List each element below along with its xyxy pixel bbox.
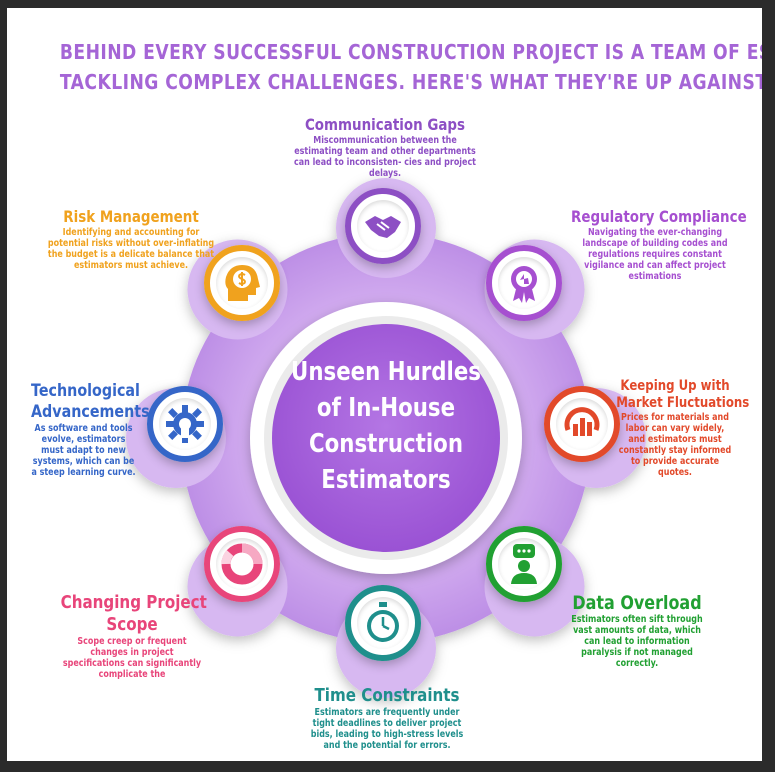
headline-line-2: TACKLING COMPLEX CHALLENGES. HERE'S WHAT… [59, 70, 762, 94]
market-label: Keeping Up with Market Fluctuations Pric… [605, 378, 750, 478]
stopwatch-icon [367, 602, 399, 642]
headline-line-1: BEHIND EVERY SUCCESSFUL CONSTRUCTION PRO… [59, 40, 762, 64]
handshake-icon [365, 216, 401, 238]
market-node [544, 386, 620, 462]
money-head-icon [225, 265, 260, 301]
scope-title-line-1: Changing Project [60, 592, 207, 613]
gear-icon [166, 405, 204, 443]
time-title: Time Constraints [314, 685, 460, 706]
tech-node [147, 386, 223, 462]
scope-node [204, 526, 280, 602]
time-node [345, 585, 421, 661]
donut-chart-icon [221, 543, 263, 585]
badge-icon [511, 266, 537, 303]
chart-icon [564, 407, 600, 436]
communication-title: Communication Gaps [304, 115, 466, 134]
market-title-line-1: Keeping Up with [620, 378, 730, 394]
communication-label: Communication Gaps Miscommunication betw… [275, 115, 495, 179]
data-node [486, 526, 562, 602]
tech-title-line-2: Advancements [31, 402, 150, 422]
data-label: Data Overload Estimators often sift thro… [557, 592, 717, 669]
tech-title-line-1: Technological [31, 381, 140, 401]
scope-title-line-2: Scope [106, 614, 158, 635]
risk-text: Identifying and accounting for potential… [47, 227, 215, 271]
regulatory-title: Regulatory Compliance [571, 207, 747, 226]
center-disc [272, 324, 500, 552]
risk-title: Risk Management [63, 207, 199, 226]
data-title: Data Overload [572, 592, 702, 614]
scope-text: Scope creep or frequent changes in proje… [62, 636, 202, 680]
regulatory-text: Navigating the ever-changing landscape o… [582, 227, 728, 282]
regulatory-label: Regulatory Compliance Navigating the eve… [555, 207, 755, 282]
tech-text: As software and tools evolve, estimators… [31, 423, 136, 478]
risk-label: Risk Management Identifying and accounti… [31, 207, 231, 271]
time-text: Estimators are frequently under tight de… [310, 707, 464, 751]
infographic-canvas: BEHIND EVERY SUCCESSFUL CONSTRUCTION PRO… [7, 8, 762, 761]
regulatory-node [486, 245, 562, 321]
market-text: Prices for materials and labor can vary … [618, 412, 732, 478]
risk-node [204, 245, 280, 321]
tech-label: Technological Advancements As software a… [21, 381, 150, 478]
center-title: Unseen Hurdles of In-House Construction … [291, 357, 481, 495]
time-label: Time Constraints Estimators are frequent… [287, 685, 487, 751]
data-text: Estimators often sift through vast amoun… [571, 614, 703, 669]
communication-text: Miscommunication between the estimating … [293, 135, 476, 179]
chat-person-icon [511, 544, 537, 584]
scope-label: Changing Project Scope Scope creep or fr… [47, 592, 217, 680]
communication-node [345, 188, 421, 264]
market-title-line-2: Market Fluctuations [616, 395, 750, 411]
